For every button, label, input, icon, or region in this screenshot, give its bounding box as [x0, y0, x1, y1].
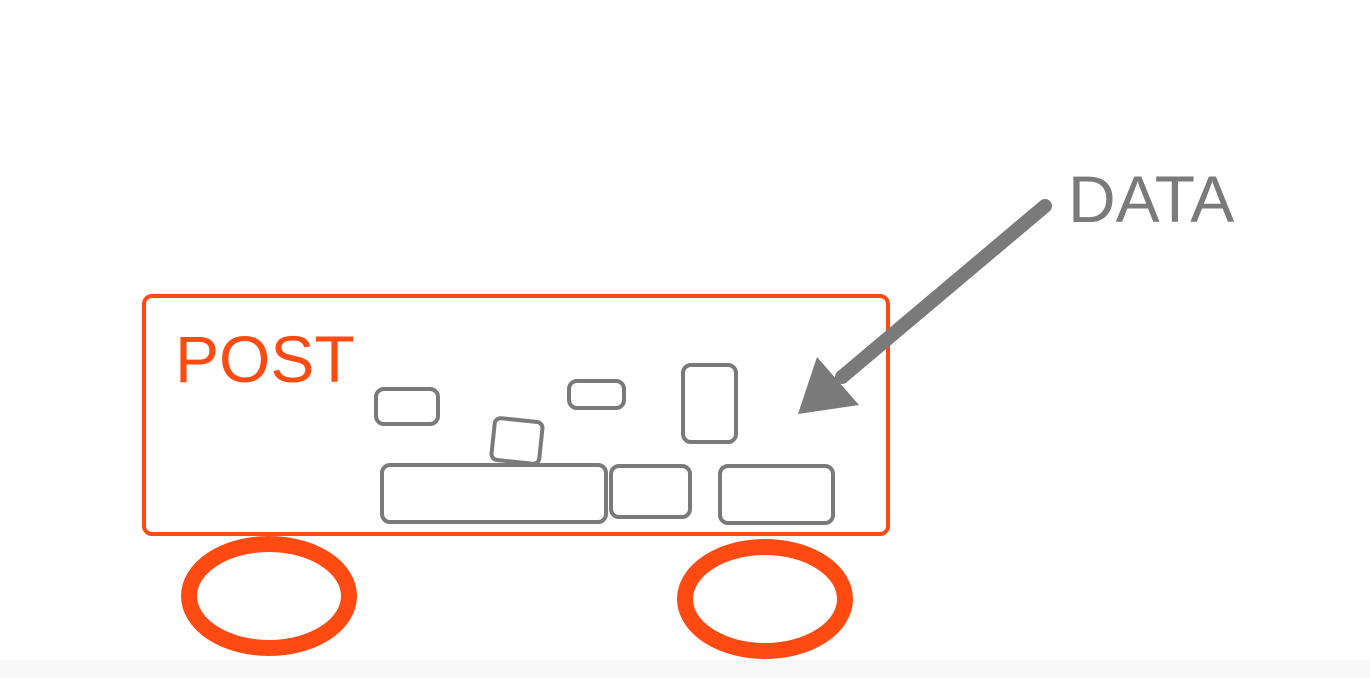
data-packets	[374, 363, 835, 525]
data-packet	[380, 463, 608, 524]
data-arrow	[798, 199, 1052, 414]
data-packet	[609, 464, 692, 519]
data-packet	[489, 416, 545, 466]
data-label: DATA	[1068, 162, 1235, 236]
data-packet	[718, 464, 835, 525]
data-packet	[374, 387, 440, 426]
bottom-band	[0, 660, 1370, 678]
data-arrow-shaft	[835, 199, 1052, 384]
data-packet	[567, 379, 626, 410]
wagon-wheel-right	[677, 539, 853, 659]
data-packet	[681, 363, 738, 444]
wagon-body	[142, 294, 890, 536]
data-arrow-head	[798, 357, 859, 414]
wagon-wheel-left	[181, 536, 357, 656]
post-label: POST	[175, 322, 355, 396]
